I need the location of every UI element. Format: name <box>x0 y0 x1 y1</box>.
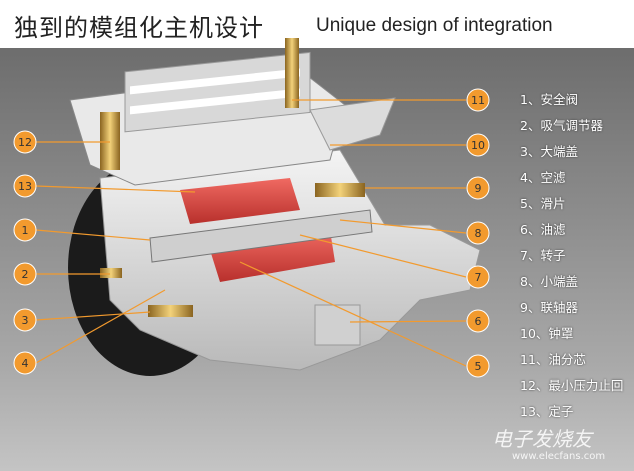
legend-item: 8、小端盖 <box>520 274 578 289</box>
legend-item: 11、油分芯 <box>520 352 586 367</box>
safety-valve <box>285 38 299 108</box>
header: 独到的模组化主机设计 Unique design of integration <box>0 0 634 48</box>
legend-item: 9、联轴器 <box>520 300 578 315</box>
oil-separator-element <box>130 88 300 115</box>
oil-filter <box>314 304 361 346</box>
callout-9: 9 <box>466 176 490 200</box>
legend-item: 7、转子 <box>520 248 566 263</box>
callout-number: 7 <box>475 271 482 284</box>
callout-3: 3 <box>13 308 37 332</box>
min-pressure-valve <box>100 112 120 170</box>
callout-5: 5 <box>466 354 490 378</box>
legend-item: 13、定子 <box>520 404 574 419</box>
legend-item: 4、空滤 <box>520 170 566 185</box>
callout-line <box>35 289 166 364</box>
callout-11: 11 <box>466 88 490 112</box>
callout-13: 13 <box>13 174 37 198</box>
title-chinese: 独到的模组化主机设计 <box>14 14 264 42</box>
callout-1: 1 <box>13 218 37 242</box>
legend-item: 6、油滤 <box>520 222 566 237</box>
callout-marker <box>13 351 37 375</box>
watermark-brand: 电子发烧友 <box>492 427 592 451</box>
callout-marker <box>466 354 490 378</box>
callout-line <box>35 311 151 321</box>
callout-number: 5 <box>475 360 482 373</box>
callout-number: 12 <box>18 136 32 149</box>
parts-legend: 1、安全阀 2、吸气调节器 3、大端盖 4、空滤 5、滑片 6、油滤 7、转子 … <box>520 90 623 428</box>
callout-8: 8 <box>466 221 490 245</box>
large-end-cover <box>148 305 193 317</box>
callout-number: 6 <box>475 315 482 328</box>
watermark: 电子发烧友 www.elecfans.com <box>492 428 605 463</box>
callout-marker <box>466 176 490 200</box>
stator-lower <box>210 230 335 282</box>
callout-6: 6 <box>466 309 490 333</box>
callouts-left: 12 13 1 2 3 4 <box>13 130 37 375</box>
callout-2: 2 <box>13 262 37 286</box>
legend-item: 12、最小压力止回 <box>520 378 624 393</box>
legend-item: 5、滑片 <box>520 196 566 211</box>
legend-item: 3、大端盖 <box>520 144 578 159</box>
callout-7: 7 <box>466 265 490 289</box>
callout-number: 2 <box>22 268 29 281</box>
callout-12: 12 <box>13 130 37 154</box>
callout-lines <box>35 99 467 367</box>
title-english: Unique design of integration <box>316 15 553 36</box>
oil-separator-element <box>130 68 300 95</box>
callout-marker <box>13 130 37 154</box>
callout-marker <box>466 221 490 245</box>
callout-number: 3 <box>22 314 29 327</box>
callout-marker <box>13 218 37 242</box>
callout-line <box>339 219 467 234</box>
legend-item: 2、吸气调节器 <box>520 118 603 133</box>
suction-regulator <box>100 268 122 278</box>
callout-marker <box>13 174 37 198</box>
callout-number: 9 <box>475 182 482 195</box>
callout-marker <box>13 262 37 286</box>
coupling <box>315 183 365 197</box>
callouts-right: 11 10 9 8 7 6 5 <box>466 88 490 378</box>
callout-number: 10 <box>471 139 485 152</box>
watermark-url: www.elecfans.com <box>512 451 606 462</box>
callout-number: 13 <box>18 180 32 193</box>
callout-line <box>239 261 467 367</box>
stator <box>180 178 300 224</box>
callout-marker <box>13 308 37 332</box>
callout-number: 4 <box>22 357 29 370</box>
callout-line <box>35 229 151 241</box>
legend-item: 1、安全阀 <box>520 92 578 107</box>
callout-marker <box>466 309 490 333</box>
rotor <box>149 209 373 263</box>
callout-number: 8 <box>475 227 482 240</box>
callout-10: 10 <box>466 133 490 157</box>
callout-line <box>35 185 196 193</box>
callout-marker <box>466 88 490 112</box>
legend-item: 10、钟罩 <box>520 326 574 341</box>
callout-marker <box>466 133 490 157</box>
callout-number: 1 <box>22 224 29 237</box>
casing-flange <box>309 97 396 151</box>
callout-line <box>299 234 467 278</box>
callout-number: 11 <box>471 94 485 107</box>
callout-4: 4 <box>13 351 37 375</box>
callout-marker <box>466 265 490 289</box>
